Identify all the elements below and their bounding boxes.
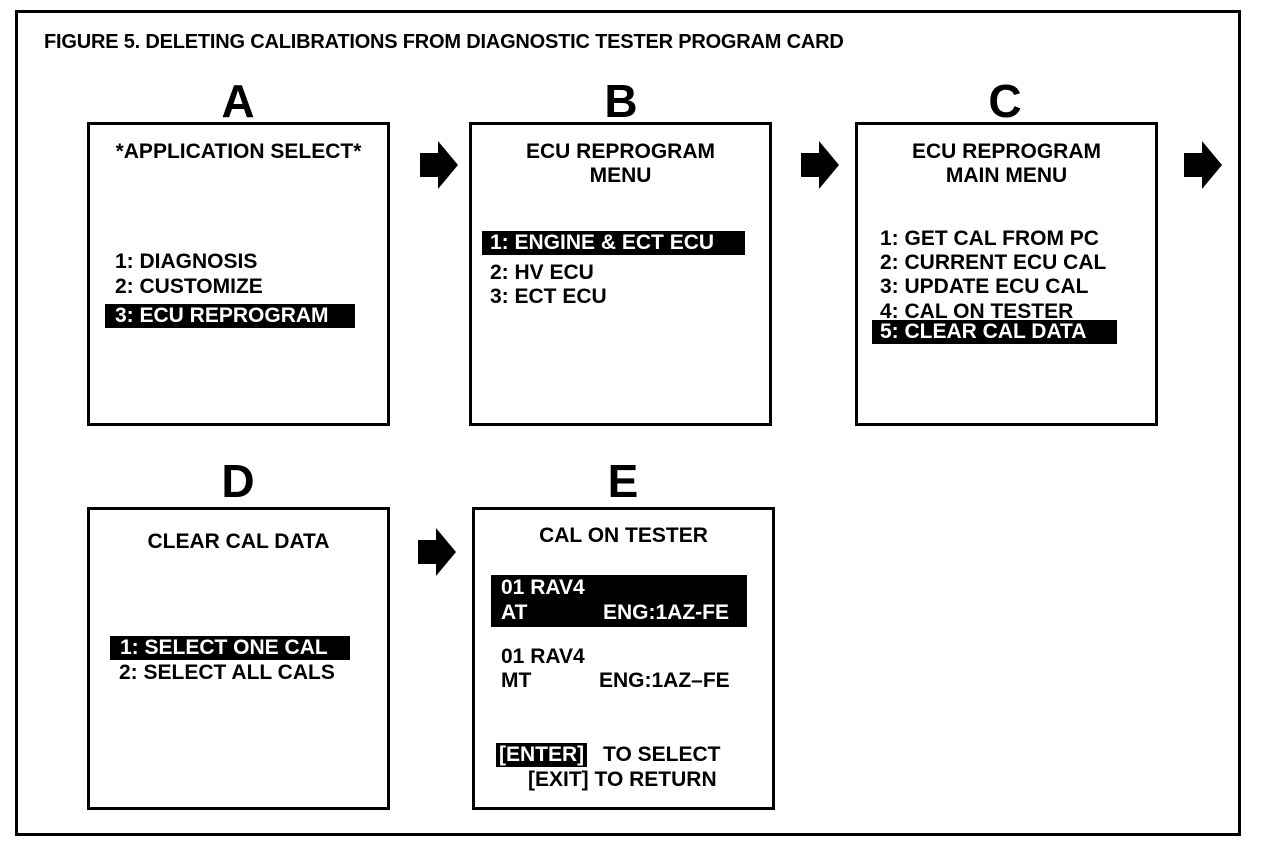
panel-d-letter: D [221, 455, 255, 507]
panel-a-item-2: 2: CUSTOMIZE [115, 275, 263, 298]
panel-a-header: *APPLICATION SELECT* [115, 140, 362, 163]
panel-d-item-2: 2: SELECT ALL CALS [119, 661, 335, 684]
panel-b-item-1-selected: 1: ENGINE & ECT ECU [482, 231, 745, 255]
panel-e-enter-text: TO SELECT [603, 743, 721, 766]
panel-c-letter: C [988, 75, 1022, 127]
panel-b-header-line2: MENU [589, 164, 652, 187]
panel-e-enter-key: [ENTER] [496, 743, 588, 767]
panel-c-header-line1: ECU REPROGRAM [911, 140, 1101, 163]
panel-a-item-3-selected: 3: ECU REPROGRAM [105, 304, 355, 328]
panel-e-entry-1-model: 01 RAV4 [501, 576, 585, 599]
panel-c-item-3: 3: UPDATE ECU CAL [880, 275, 1089, 298]
panel-e-header: CAL ON TESTER [539, 524, 708, 547]
panel-c-item-1: 1: GET CAL FROM PC [880, 227, 1099, 250]
panel-a-item-1: 1: DIAGNOSIS [115, 250, 258, 273]
figure-title: FIGURE 5. DELETING CALIBRATIONS FROM DIA… [44, 31, 844, 53]
panel-d-item-1-selected: 1: SELECT ONE CAL [110, 636, 350, 660]
panel-b-item-2: 2: HV ECU [490, 261, 594, 284]
panel-d-header: CLEAR CAL DATA [147, 530, 330, 553]
panel-b-item-3: 3: ECT ECU [490, 285, 607, 308]
panel-e-exit-line: [EXIT] TO RETURN [528, 768, 717, 791]
panel-e-entry-2-trans: MT [501, 669, 532, 692]
panel-e-entry-1-engine: ENG:1AZ-FE [603, 601, 729, 624]
panel-e-screen: CAL ON TESTER 01 RAV4 AT ENG:1AZ-FE 01 R… [472, 507, 775, 810]
figure-frame [15, 10, 1241, 836]
panel-c-header-line2: MAIN MENU [945, 164, 1068, 187]
panel-c-item-2: 2: CURRENT ECU CAL [880, 251, 1107, 274]
panel-b-screen: ECU REPROGRAM MENU 1: ENGINE & ECT ECU 2… [469, 122, 772, 426]
panel-a-letter: A [221, 75, 255, 127]
panel-a-screen: *APPLICATION SELECT* 1: DIAGNOSIS 2: CUS… [87, 122, 390, 426]
panel-c-item-4: 4: CAL ON TESTER [880, 300, 1074, 323]
panel-c-item-5-selected: 5: CLEAR CAL DATA [872, 320, 1117, 344]
panel-e-entry-1-selected: 01 RAV4 AT ENG:1AZ-FE [491, 575, 747, 627]
panel-e-entry-1-trans: AT [501, 601, 528, 624]
panel-b-letter: B [604, 75, 638, 127]
right-arrow-icon [1184, 141, 1222, 189]
panel-d-screen: CLEAR CAL DATA 1: SELECT ONE CAL 2: SELE… [87, 507, 390, 810]
panel-c-screen: ECU REPROGRAM MAIN MENU 1: GET CAL FROM … [855, 122, 1158, 426]
panel-e-entry-2-engine: ENG:1AZ–FE [599, 669, 730, 692]
right-arrow-icon [801, 141, 839, 189]
right-arrow-icon [420, 141, 458, 189]
panel-e-entry-2-model: 01 RAV4 [501, 645, 585, 668]
panel-b-header-line1: ECU REPROGRAM [525, 140, 715, 163]
panel-e-letter: E [607, 455, 639, 507]
right-arrow-icon [418, 528, 456, 576]
